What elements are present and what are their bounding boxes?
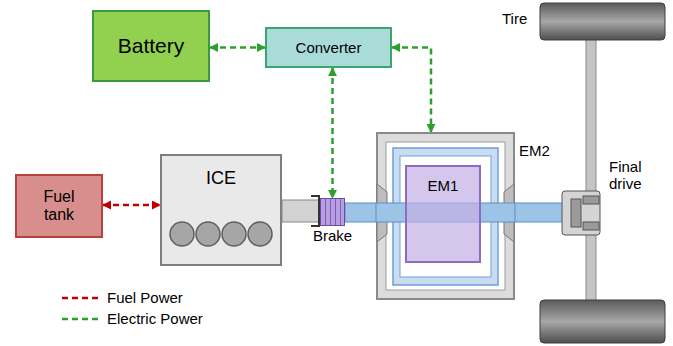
cylinder: [222, 222, 246, 246]
node-label: Fuel tank: [34, 188, 84, 225]
axle: [586, 38, 596, 302]
brake-clutch: Brake: [320, 198, 345, 226]
stator-frame: [377, 133, 514, 299]
node-label: EM2: [519, 142, 550, 159]
node-label: Brake: [313, 227, 352, 244]
bevel-gear: [583, 196, 599, 204]
legend-sample: [62, 297, 100, 300]
node-label: EM1: [428, 177, 459, 194]
legend-label: Fuel Power: [107, 289, 183, 306]
final-drive: [562, 191, 600, 235]
fuel-tank-box: Fuel tank: [15, 174, 103, 238]
engine-box: ICE: [160, 154, 282, 266]
bevel-gear: [583, 222, 599, 230]
legend-sample: [62, 318, 100, 321]
node-label: ICE: [206, 168, 236, 189]
motor-housing: EM2EM1: [376, 132, 515, 300]
node-label: Converter: [296, 39, 362, 56]
inner-motor: EM1: [405, 165, 481, 263]
cylinder: [170, 222, 194, 246]
power-flow-arrow: [392, 48, 431, 133]
power-flow-arrow: [210, 46, 265, 49]
tire: [540, 3, 665, 40]
power-flow-arrow: [103, 204, 160, 207]
part-label: Final drive: [609, 158, 657, 193]
shaft-flange: [311, 196, 319, 226]
battery-box: Battery: [92, 10, 210, 82]
power-flow-arrow: [331, 68, 334, 198]
converter-box: Converter: [265, 27, 392, 68]
stator-frame: [400, 156, 491, 277]
output-shaft: [515, 203, 563, 222]
tire: [540, 300, 665, 343]
legend-label: Electric Power: [107, 310, 203, 327]
cylinder: [248, 222, 272, 246]
output-shaft: [345, 203, 376, 222]
bevel-gear: [571, 199, 581, 227]
engine-shaft: [282, 200, 320, 222]
part-label: Tire: [502, 10, 527, 27]
cylinder: [196, 222, 220, 246]
node-label: Battery: [118, 34, 185, 58]
